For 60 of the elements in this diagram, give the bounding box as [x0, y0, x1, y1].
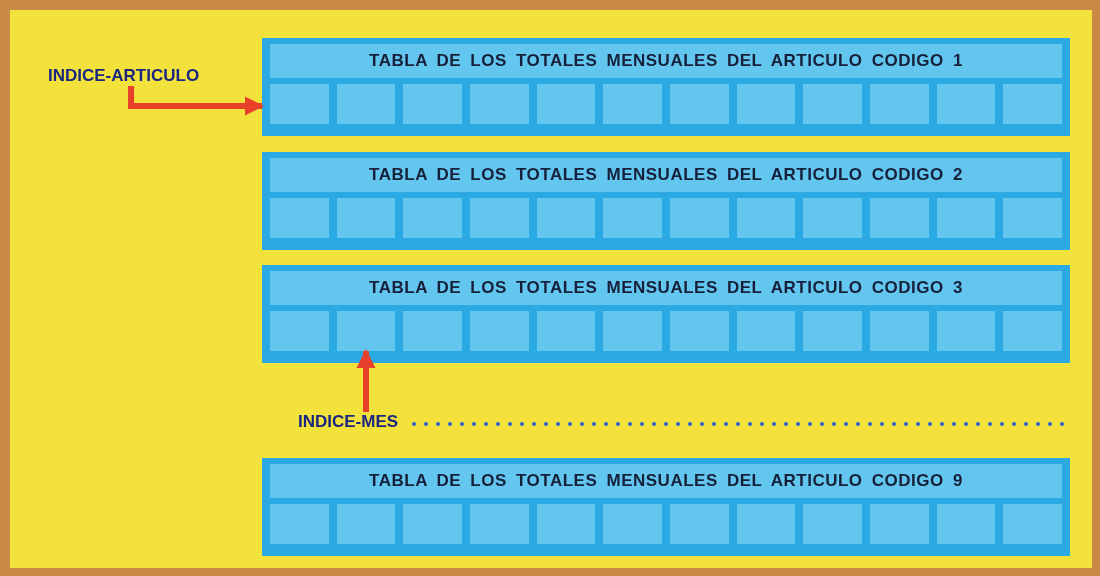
- arrow: [356, 349, 376, 412]
- table-cell: [870, 311, 929, 351]
- table-box: [262, 152, 1070, 250]
- table-cell: [603, 198, 662, 238]
- table-cell: [270, 198, 329, 238]
- table-cell: [1003, 198, 1062, 238]
- table-cell: [536, 504, 596, 544]
- table-cell: [1003, 311, 1062, 351]
- table-cell: [736, 504, 796, 544]
- table-cell: [670, 84, 729, 124]
- table-cell: [670, 504, 729, 544]
- table-cell: [270, 311, 329, 351]
- table-cell: [736, 84, 796, 124]
- table-title: TABLA DE LOS TOTALES MENSUALES DEL ARTICULO CODIGO 2: [270, 158, 1062, 192]
- table-cell: [536, 84, 596, 124]
- table-cell: [936, 198, 996, 238]
- table-box: [262, 265, 1070, 363]
- table-cell: [736, 198, 796, 238]
- table-cell: [803, 311, 862, 351]
- table-cell: [403, 311, 462, 351]
- table-cell: [736, 311, 796, 351]
- table-cell: [1003, 84, 1062, 124]
- table-cell: [803, 504, 862, 544]
- table-title: TABLA DE LOS TOTALES MENSUALES DEL ARTICULO CODIGO 9: [270, 464, 1062, 498]
- table-cell: [336, 198, 396, 238]
- table-cell: [470, 198, 529, 238]
- table-cell: [336, 311, 396, 351]
- table-cell: [936, 84, 996, 124]
- table-cell: [403, 84, 462, 124]
- table-cell: [470, 311, 529, 351]
- table-cell: [1003, 504, 1062, 544]
- table-cell: [403, 198, 462, 238]
- index-label: INDICE-ARTICULO: [48, 66, 200, 86]
- table-cell: [803, 198, 862, 238]
- table-cell: [270, 84, 329, 124]
- index-label: INDICE-MES: [298, 412, 399, 432]
- table-cell: [536, 311, 596, 351]
- table-box: [262, 38, 1070, 136]
- table-cell: [670, 198, 729, 238]
- table-box: [262, 458, 1070, 556]
- table-cell: [870, 84, 929, 124]
- table-cell: [670, 311, 729, 351]
- table-cell: [936, 311, 996, 351]
- arrow: [128, 86, 264, 116]
- table-cell: [270, 504, 329, 544]
- table-cell: [603, 84, 662, 124]
- table-cell: [470, 84, 529, 124]
- table-cell: [803, 84, 862, 124]
- table-cell: [870, 504, 929, 544]
- table-cell: [403, 504, 462, 544]
- table-cell: [603, 311, 662, 351]
- table-cell: [336, 504, 396, 544]
- table-cell: [603, 504, 662, 544]
- table-title: TABLA DE LOS TOTALES MENSUALES DEL ARTICULO CODIGO 3: [270, 271, 1062, 305]
- table-cell: [336, 84, 396, 124]
- table-cell: [870, 198, 929, 238]
- table-title: TABLA DE LOS TOTALES MENSUALES DEL ARTICULO CODIGO 1: [270, 44, 1062, 78]
- table-cell: [536, 198, 596, 238]
- table-cell: [936, 504, 996, 544]
- table-cell: [470, 504, 529, 544]
